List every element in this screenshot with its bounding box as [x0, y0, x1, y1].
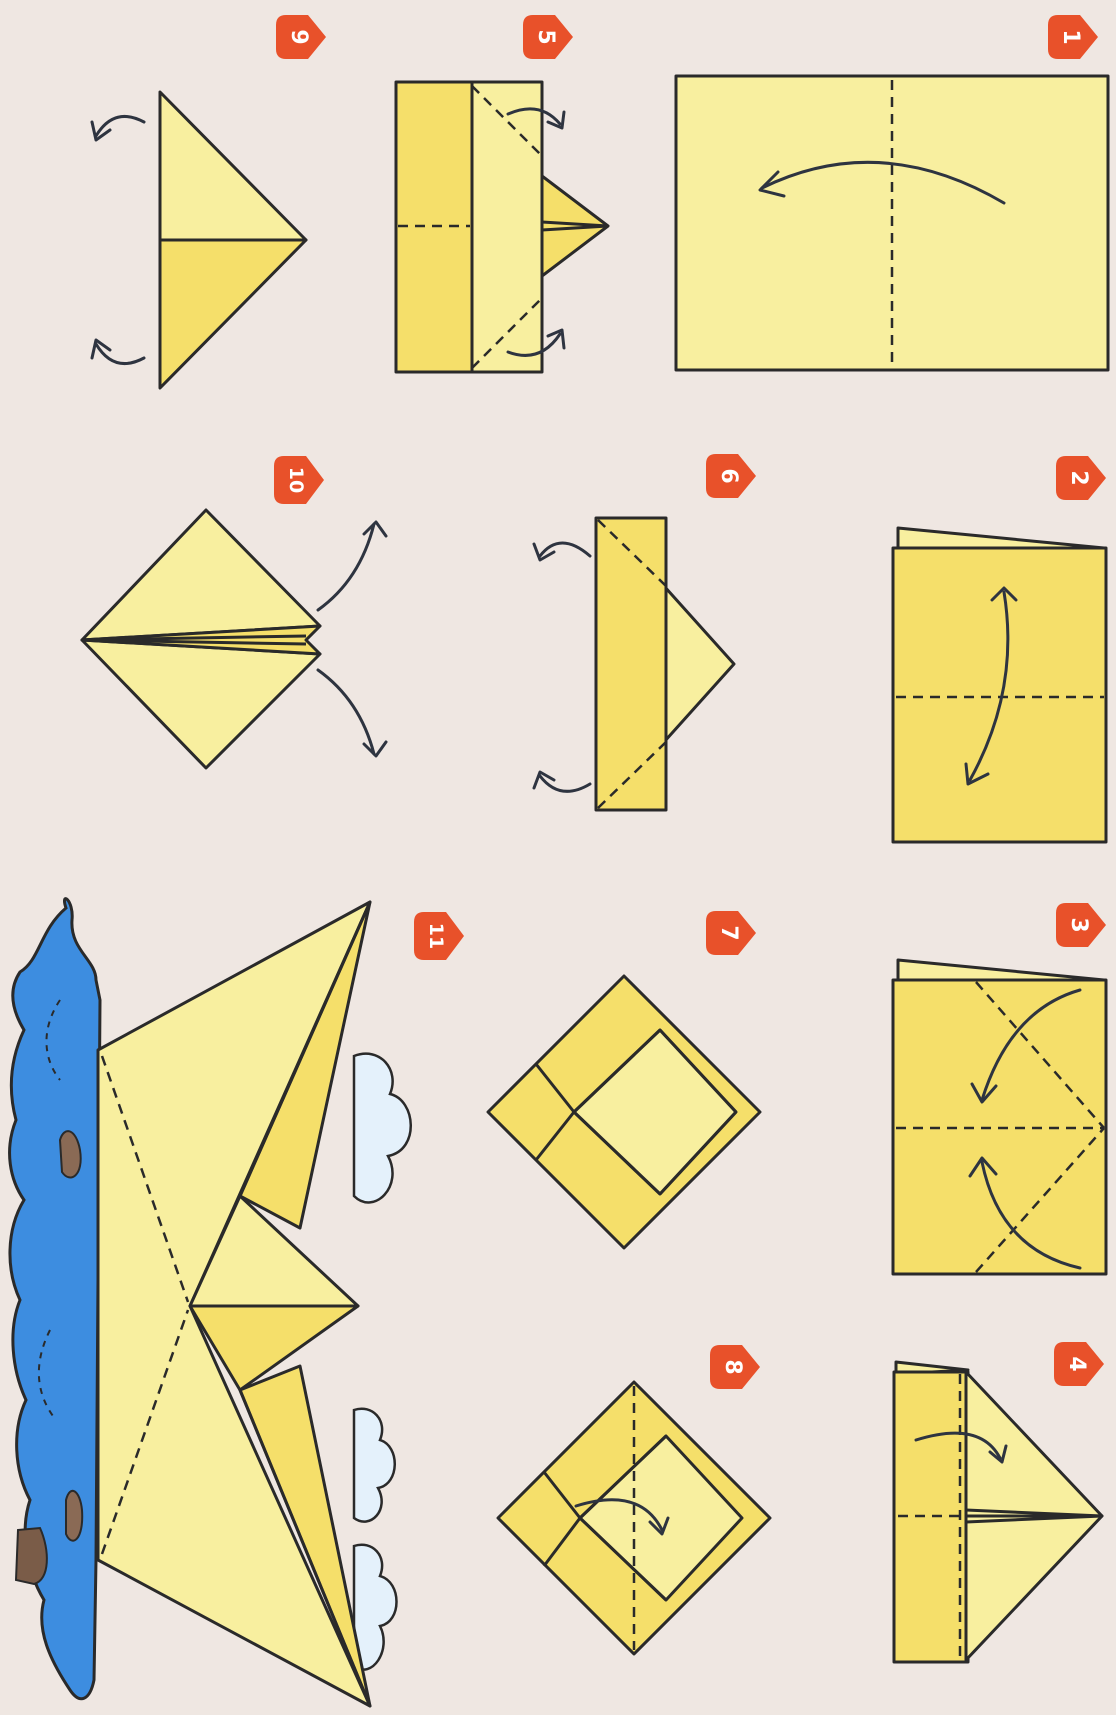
rock [16, 1528, 47, 1584]
step-number-7: 7 [716, 925, 741, 940]
step-number-8: 8 [720, 1359, 745, 1374]
cloud [354, 1054, 411, 1203]
step-number-3: 3 [1066, 917, 1091, 932]
step-6-diagram [534, 518, 734, 810]
step-badge-4: 4 [1054, 1342, 1104, 1386]
step-number-11: 11 [425, 923, 447, 949]
step-number-4: 4 [1064, 1356, 1089, 1371]
step-badge-6: 6 [706, 454, 756, 498]
step-badge-2: 2 [1056, 456, 1106, 500]
cloud [354, 1409, 395, 1522]
step-badge-3: 3 [1056, 903, 1106, 947]
step-5-diagram [396, 82, 608, 372]
step-3-diagram [893, 960, 1106, 1274]
step-4-diagram [894, 1362, 1102, 1662]
step-1-diagram [676, 76, 1108, 370]
step-11-diagram [10, 899, 411, 1706]
step-number-5: 5 [533, 29, 558, 44]
step-badge-5: 5 [523, 15, 573, 59]
step-badge-8: 8 [710, 1345, 760, 1389]
step-badge-11: 11 [414, 912, 464, 960]
step-10-diagram [82, 510, 386, 768]
step-2-diagram [893, 528, 1106, 842]
cloud [354, 1545, 397, 1670]
step-number-2: 2 [1066, 470, 1091, 485]
rock [66, 1491, 82, 1541]
step-number-9: 9 [286, 29, 311, 44]
step-badge-9: 9 [276, 15, 326, 59]
step-8-diagram [498, 1382, 770, 1654]
step-badge-10: 10 [274, 456, 324, 504]
step-7-diagram [488, 976, 760, 1248]
step-9-diagram [92, 92, 306, 388]
step-badge-7: 7 [706, 911, 756, 955]
step-number-6: 6 [716, 468, 741, 483]
step-number-1: 1 [1058, 29, 1083, 44]
step-badge-1: 1 [1048, 15, 1098, 59]
step-number-10: 10 [285, 467, 307, 493]
